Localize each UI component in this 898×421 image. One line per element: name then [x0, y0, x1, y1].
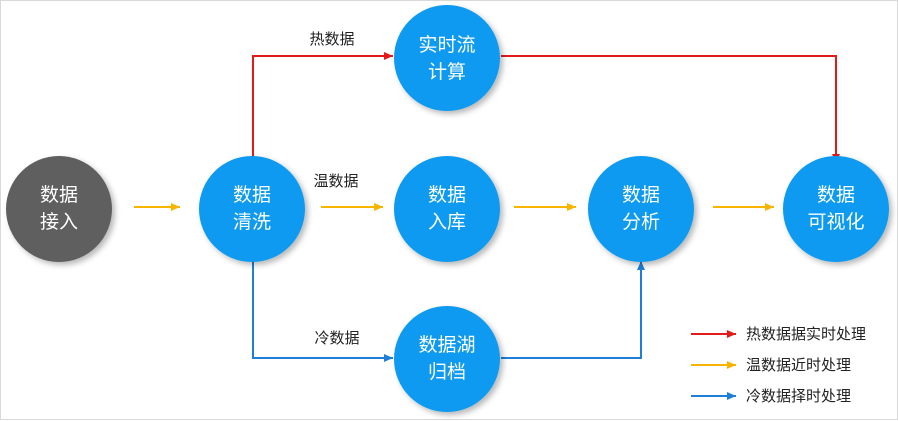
edge-label-hot: 热数据: [309, 30, 354, 48]
node-data-ingest: 数据 接入: [6, 156, 112, 262]
node-analysis-circle: [588, 156, 694, 262]
hot-edge-stream-to-visual: [501, 55, 840, 163]
node-data-clean: 数据 清洗: [199, 156, 305, 262]
node-ingest-line2: 接入: [40, 211, 78, 233]
legend-cold-label: 冷数据择时处理: [746, 387, 851, 405]
node-warehouse-line1: 数据: [428, 184, 466, 206]
node-lake-circle: [394, 306, 500, 412]
hot-edge-clean-to-stream: [252, 52, 393, 158]
legend-hot-label: 热数据据实时处理: [746, 325, 866, 343]
node-data-visualization: 数据 可视化: [783, 156, 889, 262]
legend-warm-label: 温数据近时处理: [746, 356, 851, 374]
node-warehouse-circle: [394, 156, 500, 262]
node-lake-line2: 归档: [428, 361, 466, 383]
node-stream-line2: 计算: [428, 61, 466, 83]
node-analysis-line1: 数据: [622, 184, 660, 206]
edge-label-warm: 温数据: [313, 172, 358, 190]
node-visual-line2: 可视化: [807, 211, 864, 233]
node-lake-line1: 数据湖: [418, 334, 475, 356]
node-stream-compute: 实时流 计算: [394, 5, 500, 111]
cold-edge-lake-to-analysis: [501, 261, 645, 359]
node-data-analysis: 数据 分析: [588, 156, 694, 262]
node-data-lake: 数据湖 归档: [394, 306, 500, 412]
node-clean-line1: 数据: [233, 184, 271, 206]
legend: 热数据据实时处理 温数据近时处理 冷数据择时处理: [691, 325, 866, 405]
node-warehouse-line2: 入库: [428, 211, 466, 233]
node-analysis-line2: 分析: [622, 211, 660, 233]
node-stream-circle: [394, 5, 500, 111]
node-ingest-circle: [6, 156, 112, 262]
node-visual-circle: [783, 156, 889, 262]
node-clean-circle: [199, 156, 305, 262]
edge-label-cold: 冷数据: [314, 329, 359, 347]
node-clean-line2: 清洗: [233, 211, 271, 233]
node-ingest-line1: 数据: [40, 184, 78, 206]
node-visual-line1: 数据: [817, 184, 855, 206]
cold-edge-clean-to-lake: [252, 261, 393, 362]
node-data-warehouse: 数据 入库: [394, 156, 500, 262]
node-stream-line1: 实时流: [418, 34, 475, 56]
